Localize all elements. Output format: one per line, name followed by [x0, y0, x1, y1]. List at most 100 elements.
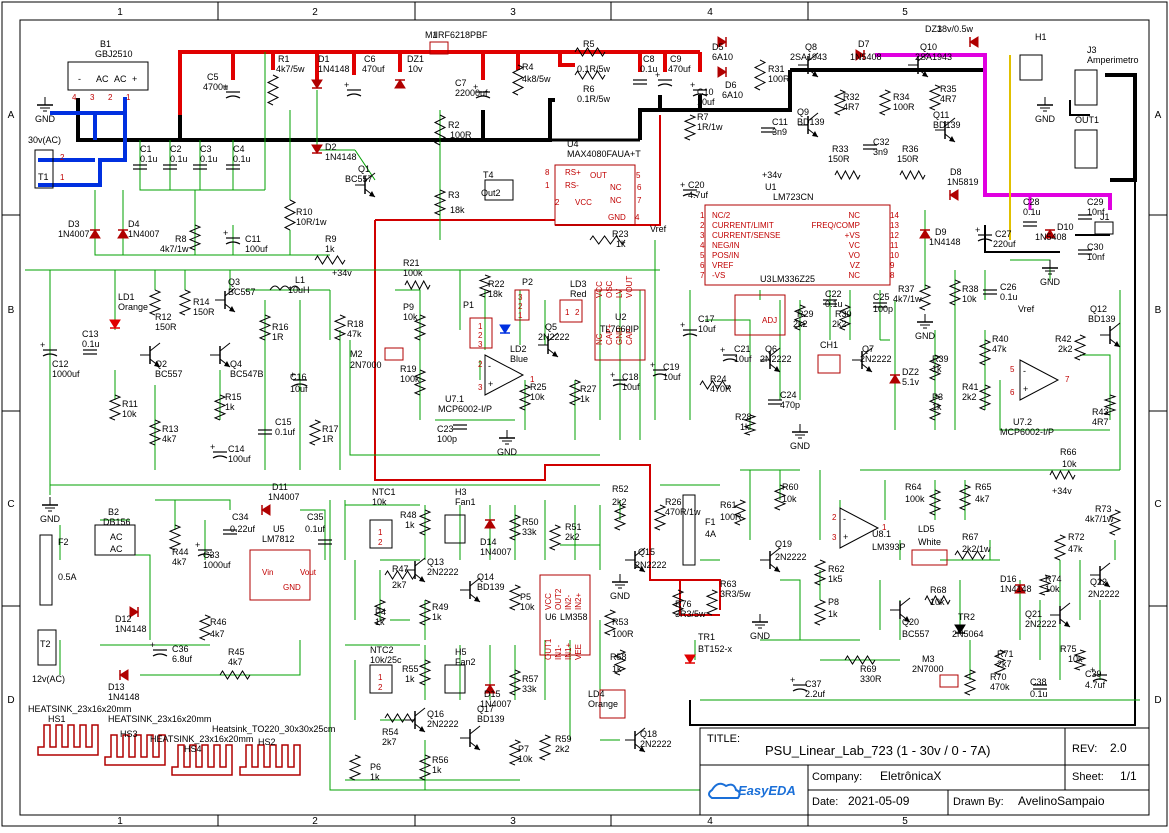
capacitor-c19: + [650, 360, 668, 377]
component-ref: Q3 [228, 277, 240, 287]
component-ref: NTC2 [370, 645, 394, 655]
resistor-r59 [538, 734, 552, 761]
component-ref: P1 [463, 300, 474, 310]
grid-column-label: 2 [312, 816, 318, 827]
component-ref: R34 [893, 92, 910, 102]
current-sense-ic-u4 [554, 164, 636, 226]
component-ref: R30 [835, 309, 852, 319]
capacitor-c10: + [690, 80, 708, 97]
component-value: 1k [612, 664, 622, 674]
component-ref: C14 [228, 444, 245, 454]
resistor-r55 [418, 659, 432, 686]
component-ref: Q6 [765, 344, 777, 354]
resistor-r32 [833, 89, 847, 116]
component-value: 1k [580, 394, 590, 404]
component-ref: R62 [828, 564, 845, 574]
diode-d2 [311, 144, 323, 154]
resistor-r11 [108, 394, 122, 421]
component-ref: B1 [100, 39, 111, 49]
pin-label: NC [848, 211, 860, 220]
component-ref: P3 [932, 392, 943, 402]
component-value: LM336Z25 [772, 274, 815, 284]
component-ref: U2 [615, 312, 627, 322]
component-ref: C9 [670, 54, 682, 64]
component-ref: R44 [172, 547, 189, 557]
component-value: 2.2uf [805, 689, 826, 699]
component-ref: TR1 [698, 632, 715, 642]
component-ref: R74 [1045, 574, 1062, 584]
chopper-ch1 [817, 354, 841, 374]
resistor-r68 [924, 594, 951, 606]
component-value: 2k2 [832, 319, 847, 329]
drawn-by-value: AvelinoSampaio [1018, 794, 1105, 808]
capacitor-c2 [163, 164, 177, 170]
component-value: 1k [405, 674, 415, 684]
grid-column-label: 2 [312, 7, 318, 18]
component-ref: R45 [228, 647, 245, 657]
opamp-plus: + [488, 379, 493, 389]
component-ref: Q21 [1025, 609, 1042, 619]
component-value: 10k [122, 409, 137, 419]
component-value: 47k [992, 344, 1007, 354]
component-value: 10k/25c [370, 655, 402, 665]
mosfet-m1 [429, 41, 449, 55]
component-ref: C11 [772, 117, 788, 127]
fuse-f2 [39, 534, 53, 606]
component-ref: C1 [140, 144, 152, 154]
pin-label: IN1- [554, 645, 563, 660]
resistor-r28 [743, 414, 757, 436]
svg-text:+: + [150, 640, 155, 650]
component-value: MCP6002-I/P [1000, 427, 1054, 437]
component-ref: D11 [272, 482, 288, 492]
component-value: White [918, 537, 941, 547]
component-value: 4k7 [172, 557, 187, 567]
component-ref: F2 [58, 537, 69, 547]
component-value: 10k [1068, 654, 1083, 664]
regulator-ic-u1 [704, 204, 891, 286]
component-value: 6A10 [722, 90, 743, 100]
component-value: 4k7/1w [1085, 514, 1114, 524]
svg-text:+: + [655, 70, 660, 80]
resistor-r41 [978, 384, 992, 411]
component-value: 10uf [663, 372, 681, 382]
component-ref: B2 [108, 507, 119, 517]
pin-number: 5 [700, 251, 705, 260]
component-ref: R33 [832, 144, 849, 154]
trimmer-p2 [514, 289, 530, 321]
ground-symbol [917, 314, 933, 329]
pin-number: 1 [60, 173, 65, 182]
led-ld3 [559, 299, 583, 323]
component-ref: R2 [448, 120, 460, 130]
component-ref: C20 [688, 180, 705, 190]
pin-number: 2 [108, 93, 113, 102]
component-value: 4k7/1w [160, 244, 189, 254]
component-ref: D16 [1000, 574, 1017, 584]
pin-number: 1 [545, 181, 550, 190]
capacitor-c25 [873, 302, 887, 308]
pin-number: 14 [890, 211, 899, 220]
pin-number: 3 [478, 340, 483, 349]
resistor-r13 [148, 419, 162, 446]
heatsink-hs2 [239, 744, 301, 776]
resistor-r69 [844, 655, 876, 665]
component-ref: C7 [455, 78, 467, 88]
component-value: Fan2 [455, 657, 476, 667]
component-ref: D6 [725, 80, 737, 90]
component-value: MCP6002-I/P [438, 404, 492, 414]
component-value: 3R3/5w [675, 609, 706, 619]
resistor-r9 [314, 255, 346, 265]
pin-label: CAP+ [605, 324, 614, 345]
component-ref: R58 [610, 652, 627, 662]
component-ref: H3 [455, 487, 467, 497]
pin-number: 2 [518, 302, 523, 311]
bridge-pin: - [78, 74, 81, 84]
component-ref: R7 [697, 112, 709, 122]
diode-d9 [919, 229, 931, 239]
pin-label: NC/2 [712, 211, 731, 220]
mosfet-m3 [939, 674, 959, 688]
component-ref: P6 [370, 762, 381, 772]
pin-number: 7 [1065, 375, 1070, 384]
component-value: Blue [510, 354, 528, 364]
component-ref: C13 [82, 329, 99, 339]
vref-label: Vref [650, 224, 667, 234]
